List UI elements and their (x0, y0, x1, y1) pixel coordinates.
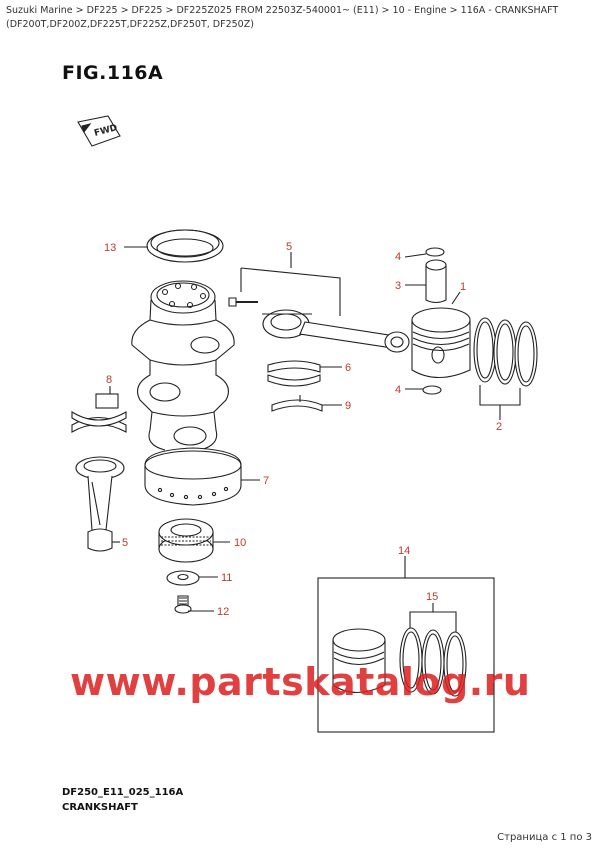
figure-title: FIG.116A (62, 62, 164, 84)
callout-1[interactable]: 1 (460, 281, 466, 293)
callout-2[interactable]: 2 (496, 421, 502, 433)
callout-10[interactable]: 10 (234, 537, 246, 549)
callout-13[interactable]: 13 (104, 242, 116, 254)
callout-7[interactable]: 7 (263, 475, 269, 487)
oil-seal-13 (146, 229, 224, 263)
conrod-bearing-6 (267, 360, 321, 387)
callout-4-top[interactable]: 4 (395, 251, 401, 263)
callout-9[interactable]: 9 (345, 400, 351, 412)
piston-variant-14 (332, 628, 386, 694)
callout-14[interactable]: 14 (398, 545, 410, 557)
crankshaft (131, 280, 235, 451)
gear-10 (158, 518, 214, 563)
circlip-4-upper (425, 247, 445, 257)
callout-12[interactable]: 12 (217, 606, 229, 618)
callout-11[interactable]: 11 (221, 572, 232, 584)
callout-4-bottom[interactable]: 4 (395, 384, 401, 396)
fwd-arrow-icon: FWD (77, 115, 121, 147)
circlip-4-lower (422, 385, 442, 395)
figure-subtitle: CRANKSHAFT (62, 802, 138, 813)
piston-1 (411, 307, 471, 379)
watermark: www.partskatalog.ru (70, 660, 531, 704)
conrod-bearing-9 (271, 395, 323, 412)
breadcrumb[interactable]: Suzuki Marine > DF225 > DF225 > DF225Z02… (6, 5, 559, 30)
flywheel-disc-7 (144, 447, 242, 506)
callout-15[interactable]: 15 (426, 591, 438, 603)
connecting-rod-5 (228, 297, 410, 353)
callout-5-bottom[interactable]: 5 (122, 537, 128, 549)
conrod-small-5 (75, 456, 125, 552)
page-indicator: Страница с 1 по 3 (497, 832, 592, 843)
figure-code: DF250_E11_025_116A (62, 787, 184, 798)
piston-pin-3 (425, 259, 447, 304)
subassembly-frame-14 (317, 577, 495, 733)
washer-11 (166, 570, 200, 586)
callout-6[interactable]: 6 (345, 362, 351, 374)
piston-rings-15 (399, 627, 467, 697)
piston-rings-2 (473, 317, 538, 387)
callout-5-top[interactable]: 5 (286, 241, 292, 253)
callout-3[interactable]: 3 (395, 280, 401, 292)
bolt-12 (174, 595, 192, 614)
callout-8[interactable]: 8 (106, 374, 112, 386)
bearing-shell-8 (71, 393, 127, 433)
